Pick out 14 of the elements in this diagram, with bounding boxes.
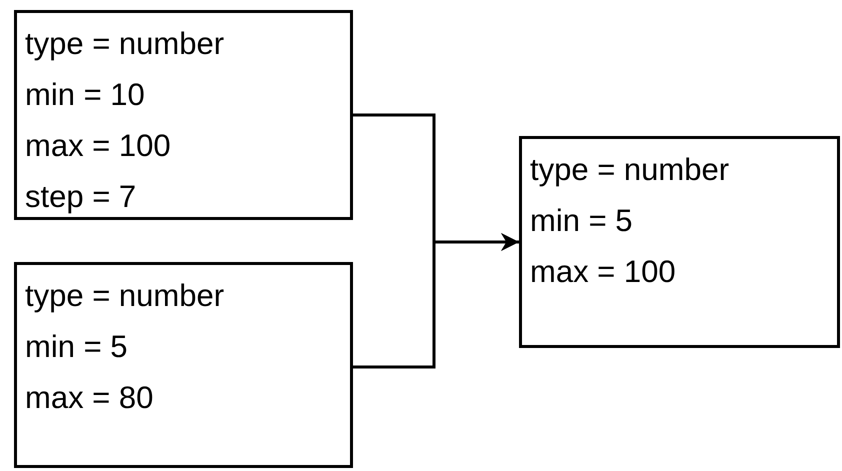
property-text: max = 100 <box>25 127 171 165</box>
property-text: type = number <box>25 277 224 315</box>
property-text: min = 10 <box>25 76 145 114</box>
property-text: type = number <box>25 25 224 63</box>
property-text: min = 5 <box>530 202 633 240</box>
property-text: step = 7 <box>25 178 136 216</box>
property-text: type = number <box>530 151 730 189</box>
connector-arrow <box>353 233 519 368</box>
property-text: max = 100 <box>530 253 676 291</box>
attribute-box <box>14 262 353 468</box>
property-text: max = 80 <box>25 379 154 417</box>
attribute-box <box>519 136 840 348</box>
attribute-box <box>14 10 353 220</box>
property-text: min = 5 <box>25 328 128 366</box>
